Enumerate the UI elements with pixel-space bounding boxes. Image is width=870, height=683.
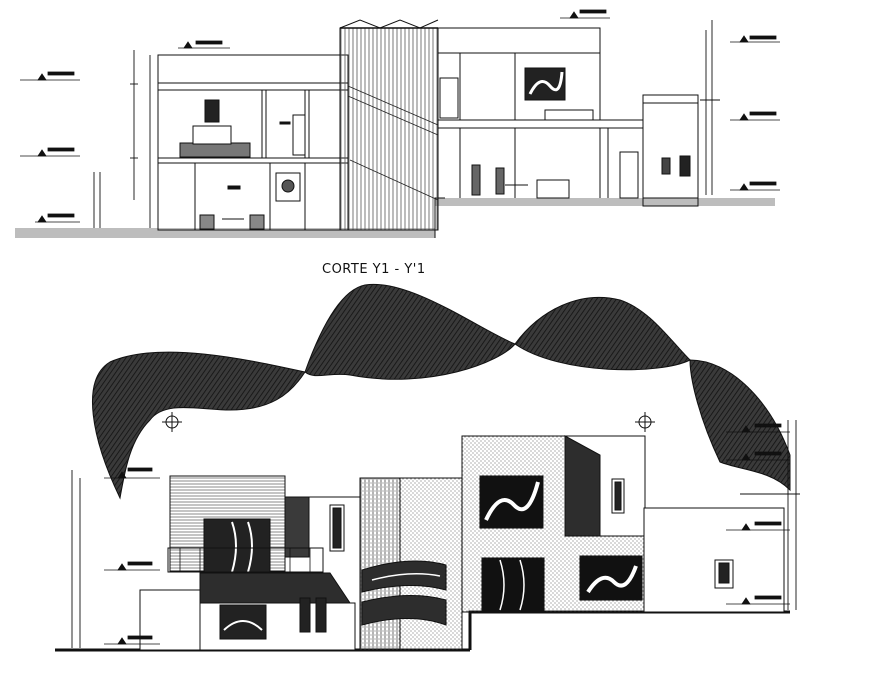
door-icon: [292, 114, 306, 156]
figure-icon: [471, 164, 481, 196]
stair-tower: [339, 27, 439, 231]
level-marker-icon: [20, 9, 780, 223]
axis-marker-icon: [635, 412, 655, 432]
figure-icon: [495, 167, 505, 195]
section-title: CORTE Y1 - Y'1: [322, 262, 426, 277]
furniture-icon: [281, 179, 295, 193]
axis-marker-icon: [162, 412, 182, 432]
wave-canopy: [92, 283, 791, 500]
ground-strip-right: [435, 198, 775, 206]
ground-strip: [15, 228, 435, 238]
level-marker-icon: [104, 423, 790, 645]
painting-icon: [524, 67, 566, 101]
annex: [642, 94, 699, 199]
section-drawing: [15, 19, 775, 238]
elevation-drawing: [55, 420, 800, 652]
right-upper-volume: [437, 27, 601, 129]
painting-icon: [204, 99, 220, 123]
painting-icon: [679, 155, 691, 177]
